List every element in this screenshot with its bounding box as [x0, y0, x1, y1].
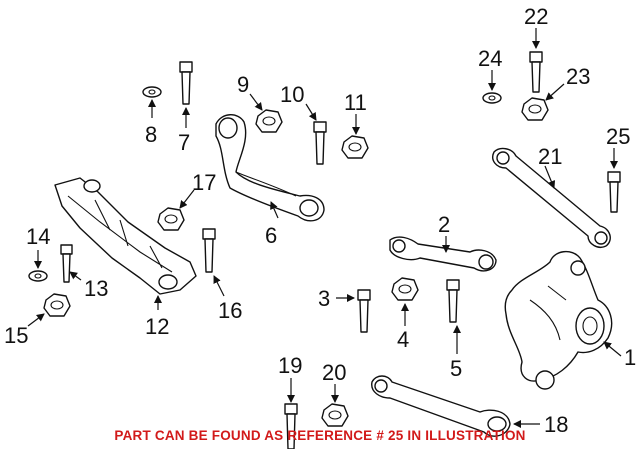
nut-9	[255, 109, 283, 133]
callout-6: 6	[265, 223, 277, 248]
bolt-16	[202, 228, 216, 273]
callout-22: 22	[524, 4, 548, 29]
callout-9: 9	[237, 72, 249, 97]
bolt-3	[357, 289, 371, 333]
callout-4: 4	[397, 327, 409, 352]
callout-10: 10	[280, 82, 304, 107]
bolt-5	[446, 279, 460, 323]
callout-18: 18	[544, 412, 568, 437]
callout-5: 5	[450, 356, 462, 381]
washer-24	[482, 92, 502, 104]
nut-15	[43, 293, 71, 317]
reference-note: PART CAN BE FOUND AS REFERENCE # 25 IN I…	[114, 428, 526, 443]
callout-7: 7	[178, 130, 190, 155]
nut-20	[321, 403, 349, 427]
part-1-wheel-carrier	[504, 251, 613, 390]
callout-17: 17	[192, 170, 216, 195]
callout-19: 19	[278, 353, 302, 378]
part-12-subframe	[54, 177, 197, 295]
part-2-control-link	[389, 236, 497, 272]
callout-21: 21	[538, 144, 562, 169]
nut-17	[157, 207, 185, 231]
washer-14	[28, 270, 48, 282]
nut-4	[391, 277, 419, 301]
callout-2: 2	[438, 212, 450, 237]
callout-11: 11	[344, 90, 367, 115]
nut-11	[341, 135, 369, 159]
bolt-13	[60, 244, 73, 283]
bolt-7	[179, 61, 193, 105]
callout-3: 3	[318, 286, 330, 311]
callout-14: 14	[26, 224, 50, 249]
part-18-lower-link	[371, 375, 511, 437]
callout-8: 8	[145, 122, 157, 147]
callout-15: 15	[4, 323, 28, 348]
leader-lines	[27, 28, 622, 428]
washer-8	[142, 86, 162, 98]
callout-20: 20	[322, 360, 346, 385]
part-6-upper-control-arm	[215, 114, 325, 222]
bolt-19	[284, 403, 298, 449]
callout-1: 1	[624, 345, 636, 370]
callout-13: 13	[84, 276, 108, 301]
bolt-25	[607, 171, 621, 213]
part-21-toe-link	[492, 147, 611, 248]
callout-25: 25	[606, 124, 630, 149]
bolt-10	[313, 121, 327, 165]
nut-23	[521, 97, 549, 121]
callout-labels: 1 2 3 4 5 6 7 8 9 10 11 12 13 14 15 16 1…	[4, 4, 636, 437]
callout-16: 16	[218, 298, 242, 323]
callout-12: 12	[145, 314, 169, 339]
bolt-22	[529, 51, 543, 93]
callout-23: 23	[566, 64, 590, 89]
callout-24: 24	[478, 46, 502, 71]
